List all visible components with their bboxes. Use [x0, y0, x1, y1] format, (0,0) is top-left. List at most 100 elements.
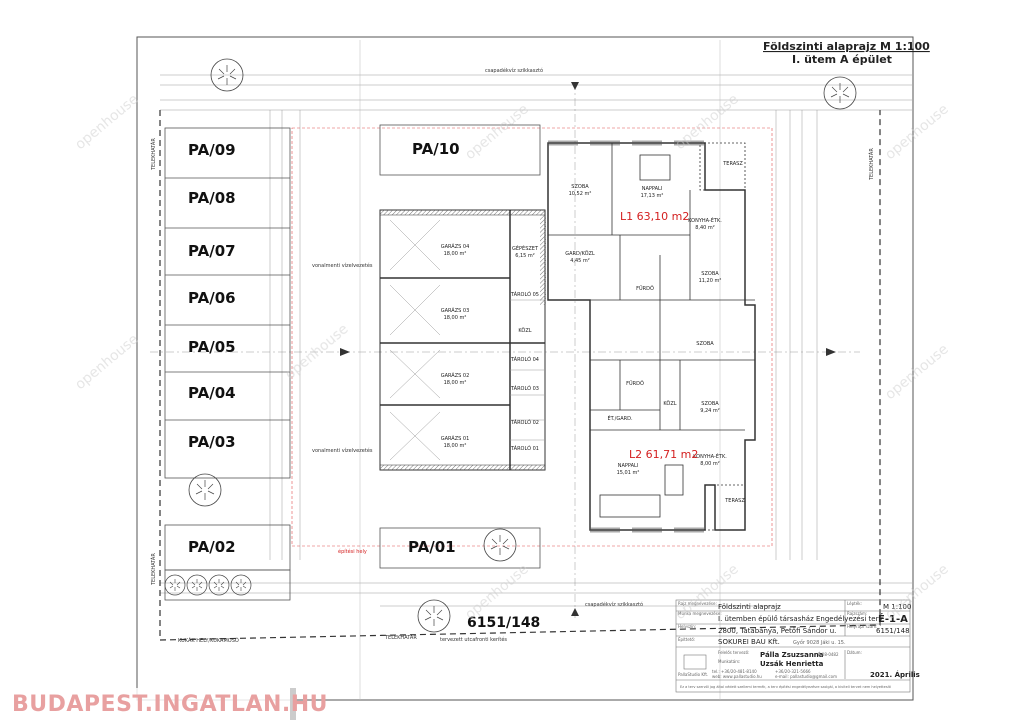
tb-designer: Pálla Zsuzsanna [760, 651, 824, 659]
building-zone-note: építési hely [338, 548, 367, 555]
room-label: GARÁZS 02 [441, 372, 470, 379]
room-label: NAPPALI [618, 463, 639, 469]
parking-label: PA/01 [408, 538, 456, 556]
room-label: KONYHA-ÉTK. [688, 216, 722, 224]
parking-label: PA/02 [188, 538, 236, 556]
drawing-subtitle: I. ütem A épület [792, 53, 892, 66]
room-label: SZOBA [696, 341, 714, 347]
tb-date: 2021. Április [870, 670, 920, 679]
svg-text:openhouse: openhouse [462, 561, 531, 623]
dimension-lines [150, 40, 912, 700]
section-marker-icons [340, 82, 836, 616]
room-area: 8,40 m² [695, 225, 715, 231]
boundary-note: TELEKHATÁR [868, 148, 875, 181]
room-area: 18,00 m² [444, 315, 467, 321]
room-label: GARÁZS 01 [441, 435, 470, 442]
tb-label: Rajzszám: [847, 611, 867, 616]
tb-web: web: www.pallastudio.hu [712, 674, 762, 679]
bins-note: KUKÁK HELY/KUKAMOSÓ [178, 637, 239, 644]
parking-label: PA/08 [188, 189, 236, 207]
boundary-note: TELEKHATÁR [150, 138, 157, 171]
property-line [159, 110, 881, 641]
room-label: SZOBA [571, 184, 589, 190]
room-area: 18,00 m² [444, 443, 467, 449]
boundary-note: TELEKHATÁR [384, 634, 417, 641]
parking-label: PA/05 [188, 338, 236, 356]
room-area: 15,01 m² [617, 470, 640, 476]
room-label: GÉPÉSZET [512, 244, 539, 252]
tb-phone: +36/20-321-5666 [775, 669, 811, 674]
room-label: ÉT./GARD. [607, 414, 633, 422]
tb-address: 2800, Tatabánya, Petőfi Sándor u. [718, 626, 836, 635]
room-area: 4,45 m² [570, 258, 590, 264]
tb-scale: M 1:100 [883, 603, 911, 611]
tb-footer: Ez a terv szerzői jog által védett szell… [680, 685, 891, 689]
tb-label: Rajz megnevezése: [678, 601, 717, 606]
sheet-border [136, 36, 914, 701]
apartment-l2-area: L2 61,71 m2 [629, 448, 698, 461]
parking-label: PA/07 [188, 242, 236, 260]
apartment-l1-area: L1 63,10 m2 [620, 210, 689, 223]
plot-number: 6151/148 [467, 615, 540, 631]
tb-client-address: Győr 9028 Jáki u. 15. [793, 639, 846, 646]
site-logo: BUDAPEST.INGATLAN.HU [2, 688, 328, 720]
room-area: 6,15 m² [515, 253, 535, 259]
tb-designer-id: É 08-0482 [818, 652, 839, 657]
tb-project: I. ütemben épülő társasház Engedélyezési… [718, 614, 883, 623]
svg-text:openhouse: openhouse [672, 91, 741, 153]
tb-label: Helyszín: [678, 624, 696, 629]
room-area: 11,20 m² [699, 278, 722, 284]
room-label: KÖZL [663, 400, 676, 407]
room-label: NAPPALI [642, 186, 663, 192]
tb-office: PallaStudio Kft. [678, 672, 708, 677]
tb-hrsz: 6151/148 [876, 627, 910, 635]
tb-label: Lépték: [847, 601, 862, 606]
tb-email: e-mail: pallastudio@gmail.com [775, 674, 837, 679]
tb-label: Munkatárs: [718, 659, 740, 664]
parking-label: PA/03 [188, 433, 236, 451]
tb-label: Helyrajzi szám: [847, 624, 878, 629]
tb-label: Dátum: [847, 650, 862, 655]
drain-note: csapadékvíz szikkasztó [485, 67, 543, 74]
room-area: 18,00 m² [444, 380, 467, 386]
title-block [675, 599, 911, 693]
room-label: TÁROLÓ 01 [510, 445, 539, 452]
svg-text:openhouse: openhouse [882, 561, 951, 623]
room-label: FÜRDŐ [636, 285, 654, 292]
tb-sheet-number: É-1-A [878, 612, 908, 625]
garage-block [379, 209, 546, 471]
room-label: TERASZ [724, 498, 745, 504]
svg-text:openhouse: openhouse [72, 91, 141, 153]
room-label: KONYHA-ÉTK. [693, 452, 727, 460]
room-label: GARÁZS 03 [441, 307, 470, 314]
room-label: TERASZ [722, 161, 743, 167]
fence-note: tervezett utcafronti kerítés [440, 636, 507, 643]
room-label: TÁROLÓ 04 [510, 356, 539, 363]
parking-label: PA/04 [188, 384, 236, 402]
tb-label: Építtető: [678, 637, 695, 642]
parking-label: PA/06 [188, 289, 236, 307]
svg-text:openhouse: openhouse [882, 101, 951, 163]
tb-label: Felelős tervező: [718, 650, 749, 655]
boundary-note: TELEKHATÁR [150, 553, 157, 586]
logo-text: BUDAPEST.INGATLAN.HU [12, 691, 329, 717]
tb-client: SOKUREI BAU Kft. [718, 638, 780, 646]
drain-note: csapadékvíz szikkasztó [585, 601, 643, 608]
room-label: SZOBA [701, 271, 719, 277]
drainage-note: vonalmenti vízelvezetés [312, 262, 373, 269]
tb-label: Munka megnevezése: [678, 611, 722, 616]
svg-text:openhouse: openhouse [882, 341, 951, 403]
tb-drawing-name: Földszinti alaprajz [718, 603, 781, 611]
apartment-block [547, 140, 756, 533]
tb-phone: tel.: +36/20-481-8140 [712, 669, 757, 674]
room-area: 9,24 m² [700, 408, 720, 414]
room-label: TÁROLÓ 02 [510, 419, 539, 426]
parking-label: PA/09 [188, 141, 236, 159]
room-label: GARÁZS 04 [441, 243, 470, 250]
tb-drafter: Uzsák Henrietta [760, 660, 824, 668]
room-label: TÁROLÓ 05 [510, 291, 539, 298]
room-area: 18,00 m² [444, 251, 467, 257]
garage-room-labels: GARÁZS 04 18,00 m² GARÁZS 03 18,00 m² GA… [441, 243, 539, 452]
room-label: TÁROLÓ 03 [510, 385, 539, 392]
svg-text:openhouse: openhouse [462, 101, 531, 163]
